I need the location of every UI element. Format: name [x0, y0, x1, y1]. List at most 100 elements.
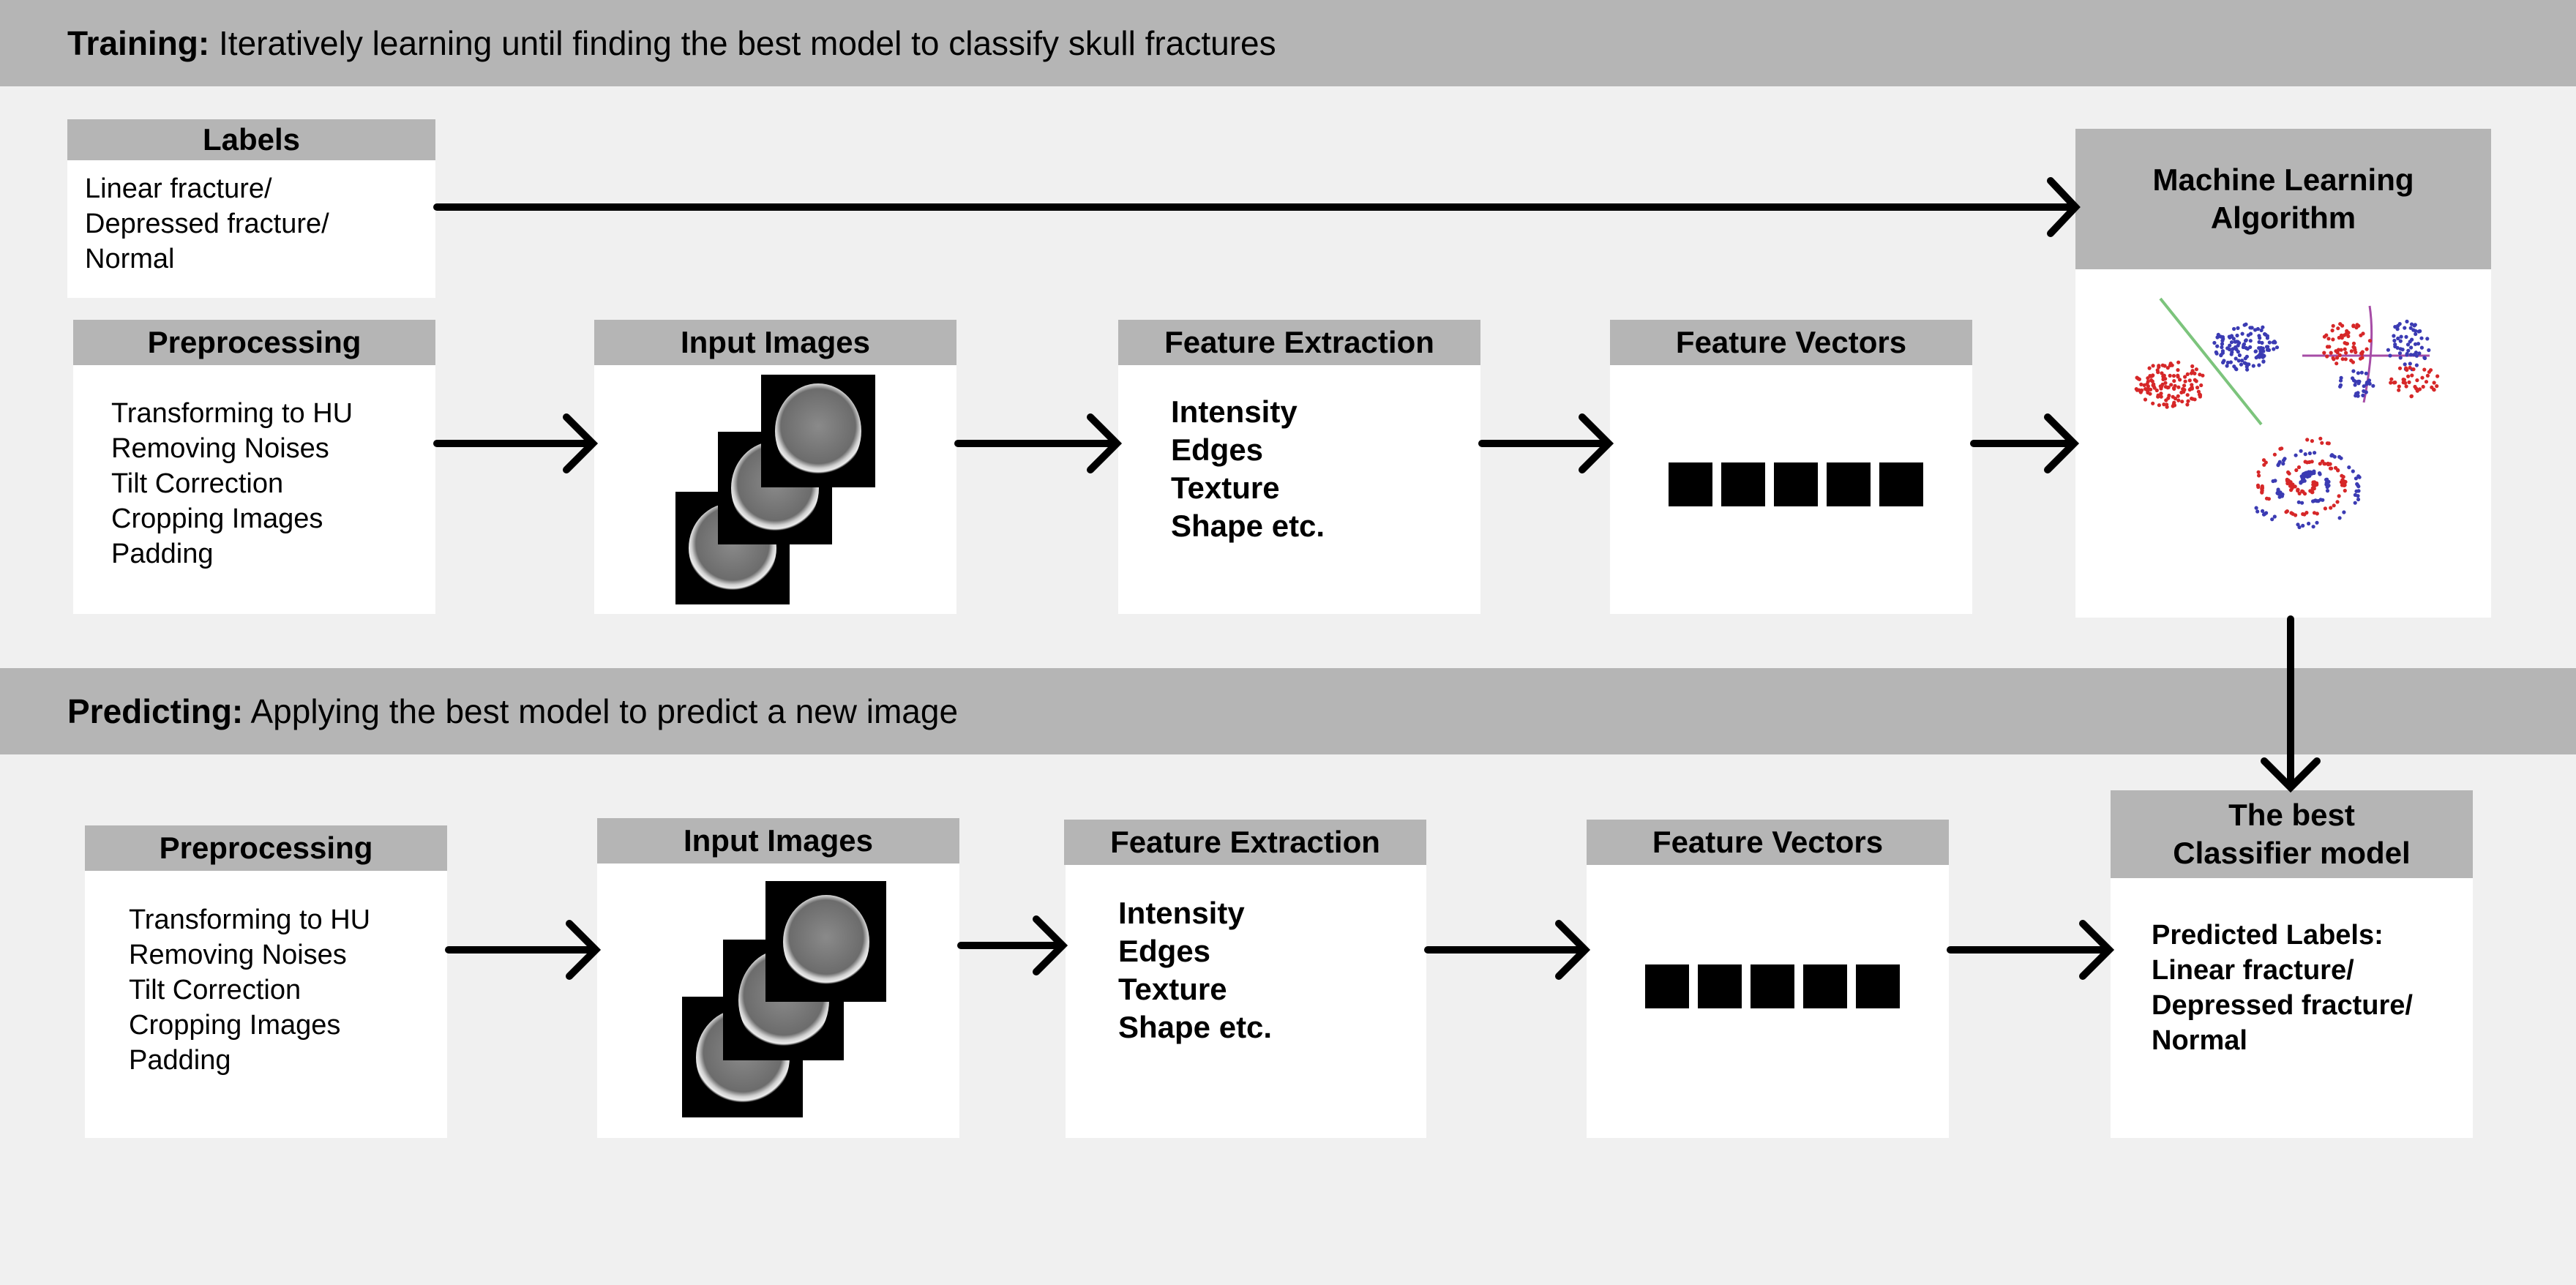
scatter-point: [2414, 331, 2418, 337]
scatter-point: [2171, 373, 2176, 378]
scatter-point: [2172, 379, 2176, 383]
scatter-point: [2214, 350, 2218, 354]
scatter-point: [2340, 323, 2345, 328]
scatter-point: [2401, 381, 2405, 385]
scatter-point: [2343, 347, 2347, 351]
predicting-preprocessing-steps: Transforming to HU Removing Noises Tilt …: [129, 904, 371, 1076]
scatter-point: [2248, 339, 2253, 343]
scatter-point: [2362, 389, 2366, 394]
scatter-point: [2406, 348, 2411, 353]
scatter-point: [2258, 349, 2263, 353]
scatter-point: [2422, 356, 2427, 361]
predicting-preprocessing-box: [85, 871, 447, 1138]
scatter-point: [2354, 476, 2358, 481]
scatter-point: [2407, 380, 2411, 385]
scatter-point: [2326, 441, 2331, 446]
scatter-point: [2182, 383, 2187, 388]
scatter-point: [2357, 475, 2362, 479]
scatter-point: [2342, 510, 2346, 514]
scatter-point: [2311, 525, 2315, 529]
scatter-point: [2248, 331, 2253, 336]
scatter-point: [2409, 394, 2414, 399]
scatter-point: [2190, 364, 2195, 369]
scatter-point: [2277, 462, 2281, 466]
best-classifier-box: [2111, 878, 2473, 1138]
scatter-point: [2289, 488, 2294, 492]
scatter-point: [2274, 345, 2280, 350]
scatter-point: [2162, 373, 2166, 378]
scatter-point: [2290, 485, 2294, 490]
scatter-point: [2371, 383, 2375, 388]
scatter-point: [2254, 506, 2258, 510]
predicting-band-text: Applying the best model to predict a new…: [243, 692, 959, 730]
scatter-point: [2220, 345, 2224, 350]
arrow-pred-images-to-features: [957, 915, 1068, 975]
scatter-point: [2393, 381, 2397, 385]
scatter-point: [2242, 323, 2247, 327]
scatter-point: [2165, 405, 2169, 409]
scatter-point: [2332, 454, 2337, 459]
labels-to-ml-arrow: [433, 177, 2081, 237]
ml-to-classifier-arrow: [2261, 615, 2321, 793]
scatter-point: [2302, 492, 2307, 496]
feature-vector-cell: [1669, 462, 1712, 506]
scatter-point: [2312, 482, 2316, 487]
scatter-point: [2325, 354, 2329, 359]
scatter-point: [2218, 334, 2223, 339]
scatter-point: [2168, 373, 2172, 378]
feature-vector-cell: [1856, 964, 1900, 1008]
scatter-point: [2148, 392, 2152, 396]
scatter-point: [2315, 499, 2319, 503]
arrow-pred-features-to-vectors: [1424, 920, 1591, 980]
scatter-point: [2201, 373, 2205, 378]
scatter-point: [2196, 389, 2201, 394]
feature-vector-cell: [1827, 462, 1871, 506]
scatter-point: [2267, 340, 2272, 345]
scatter-point: [2160, 384, 2164, 389]
scatter-point: [2220, 342, 2225, 346]
scatter-point: [2318, 462, 2322, 466]
scatter-point: [2359, 370, 2364, 375]
arrow-images-to-features: [954, 413, 1123, 473]
scatter-point: [2392, 338, 2397, 343]
scatter-point: [2176, 373, 2180, 378]
scatter-point: [2232, 364, 2236, 369]
scatter-point: [2176, 394, 2180, 398]
scatter-point: [2135, 375, 2139, 380]
scatter-point: [2260, 490, 2264, 494]
scatter-point: [2358, 356, 2363, 361]
scatter-point: [2340, 357, 2345, 361]
scatter-point: [2322, 351, 2326, 355]
scatter-point: [2272, 514, 2277, 519]
scatter-point: [2244, 354, 2249, 359]
scatter-point: [2163, 364, 2167, 368]
scatter-point: [2234, 345, 2238, 350]
ml-algorithm-box: [2075, 269, 2491, 618]
arrow-vectors-to-ml: [1970, 413, 2080, 473]
scatter-point: [2234, 340, 2239, 344]
scatter-point: [2261, 359, 2266, 364]
scatter-point: [2187, 378, 2192, 383]
scatter-point: [2409, 322, 2414, 326]
predicting-preprocessing-header: Preprocessing: [85, 825, 447, 871]
best-classifier-header: The best Classifier model: [2111, 790, 2473, 878]
scatter-point: [2300, 479, 2304, 484]
scatter-point: [2159, 392, 2163, 396]
scatter-point: [2315, 520, 2319, 525]
scatter-point: [2234, 367, 2239, 372]
scatter-point: [2365, 347, 2369, 351]
scatter-point: [2260, 484, 2264, 489]
scatter-point: [2356, 497, 2361, 502]
training-input-images-header: Input Images: [594, 320, 956, 365]
scatter-point: [2409, 345, 2414, 350]
scatter-point: [2256, 484, 2261, 490]
scatter-point: [2346, 334, 2351, 339]
scatter-point: [2257, 334, 2261, 338]
predicted-labels-text: Predicted Labels: Linear fracture/ Depre…: [2152, 920, 2413, 1056]
scatter-point: [2149, 387, 2153, 392]
scatter-point: [2301, 523, 2305, 528]
scatter-point: [2161, 377, 2165, 382]
scatter-point: [2404, 384, 2408, 389]
feature-vector-cell: [1721, 462, 1765, 506]
scatter-point: [2228, 360, 2233, 364]
